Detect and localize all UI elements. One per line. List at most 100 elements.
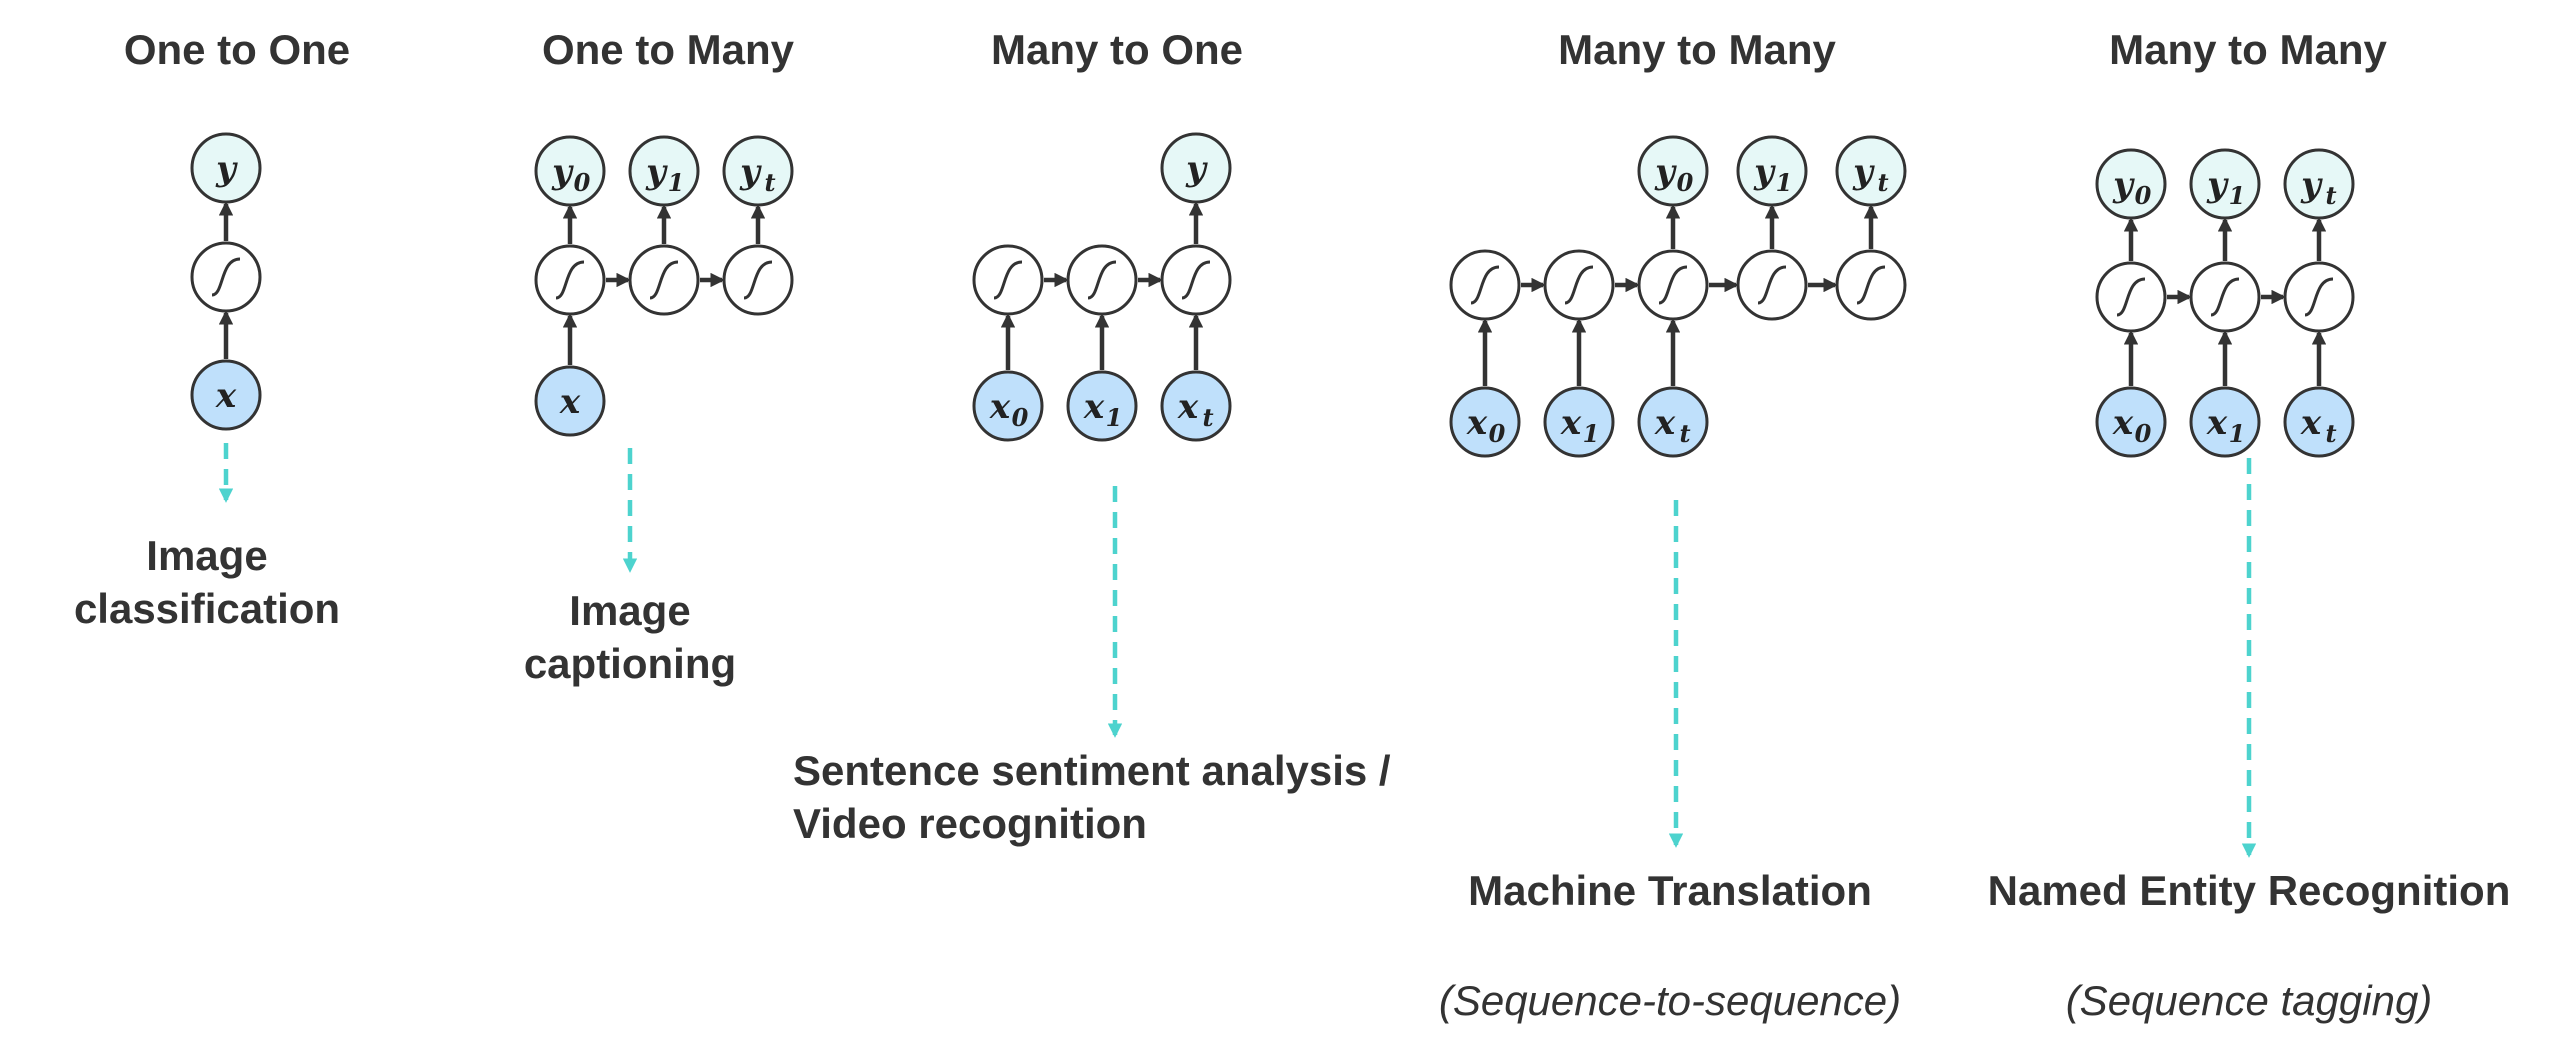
output-node <box>1835 135 1907 207</box>
input-node <box>972 370 1044 442</box>
sigmoid-curve-icon <box>555 260 585 300</box>
sigmoid-curve-icon <box>1181 260 1211 300</box>
panel-title: One to Many <box>542 26 795 73</box>
sigmoid-curve-icon <box>1856 265 1886 305</box>
sigmoid-curve-icon <box>2210 277 2240 317</box>
sigmoid-curve-icon <box>211 257 241 297</box>
hidden-unit <box>1835 249 1907 321</box>
input-node <box>1160 370 1232 442</box>
output-label-symbol: y <box>215 149 238 189</box>
sigmoid-curve-icon <box>1087 260 1117 300</box>
output-label-symbol: y <box>2300 165 2323 205</box>
hidden-unit <box>628 244 700 316</box>
sigmoid-curve-icon <box>743 260 773 300</box>
sigmoid-curve-icon <box>1564 265 1594 305</box>
input-label-symbol: x <box>2206 403 2228 443</box>
panel-title: Many to Many <box>2109 26 2387 73</box>
input-label-subscript: 1 <box>1583 419 1600 448</box>
output-label-symbol: y <box>2206 165 2229 205</box>
sigmoid-curve-icon <box>993 260 1023 300</box>
input-node <box>1449 386 1521 458</box>
output-label-symbol: y <box>551 152 574 192</box>
panel-title: Many to One <box>991 26 1243 73</box>
input-label-symbol: x <box>1560 403 1582 443</box>
output-label-symbol: y <box>1654 152 1677 192</box>
task-label: Named Entity Recognition <box>1988 867 2511 914</box>
output-label-symbol: y <box>645 152 668 192</box>
output-node <box>722 135 794 207</box>
output-node <box>1736 135 1808 207</box>
input-node <box>2283 386 2355 458</box>
hidden-unit <box>2283 261 2355 333</box>
sigmoid-curve-icon <box>1757 265 1787 305</box>
input-node <box>534 365 606 437</box>
output-label-subscript: 0 <box>1677 168 1694 197</box>
input-label-symbol: x <box>2112 403 2134 443</box>
task-label: captioning <box>524 640 736 687</box>
hidden-unit <box>534 244 606 316</box>
output-node <box>2283 148 2355 220</box>
input-node <box>1066 370 1138 442</box>
input-label-subscript: t <box>2325 419 2336 448</box>
output-label-symbol: y <box>1852 152 1875 192</box>
input-label-symbol: x <box>1177 387 1199 427</box>
output-label-symbol: y <box>2112 165 2135 205</box>
task-label: Image <box>569 587 690 634</box>
input-label-symbol: x <box>559 382 581 422</box>
output-node <box>1160 132 1232 204</box>
output-label-subscript: 1 <box>2229 181 2246 210</box>
hidden-unit <box>972 244 1044 316</box>
hidden-unit <box>1543 249 1615 321</box>
input-label-symbol: x <box>1654 403 1676 443</box>
output-label-subscript: 0 <box>574 168 591 197</box>
output-node <box>534 135 606 207</box>
output-node <box>1637 135 1709 207</box>
output-label-subscript: t <box>2325 181 2336 210</box>
task-label: Machine Translation <box>1468 867 1872 914</box>
input-label-symbol: x <box>2300 403 2322 443</box>
output-label-symbol: y <box>1753 152 1776 192</box>
task-label: Image <box>146 532 267 579</box>
output-label-subscript: 1 <box>668 168 685 197</box>
input-label-subscript: 1 <box>2229 419 2246 448</box>
input-label-subscript: 0 <box>1489 419 1506 448</box>
sigmoid-curve-icon <box>1658 265 1688 305</box>
output-label-subscript: 0 <box>2135 181 2152 210</box>
output-node <box>628 135 700 207</box>
output-label-subscript: t <box>764 168 775 197</box>
output-label-symbol: y <box>739 152 762 192</box>
hidden-unit <box>722 244 794 316</box>
input-label: x <box>559 382 581 422</box>
input-node <box>2189 386 2261 458</box>
task-label: Video recognition <box>793 800 1147 847</box>
input-label-symbol: x <box>215 376 237 416</box>
input-label-symbol: x <box>1083 387 1105 427</box>
input-label-symbol: x <box>989 387 1011 427</box>
sigmoid-curve-icon <box>1470 265 1500 305</box>
sigmoid-curve-icon <box>2304 277 2334 317</box>
output-label: y <box>1185 149 1208 189</box>
task-label: Sentence sentiment analysis / <box>793 747 1391 794</box>
task-subtitle: (Sequence-to-sequence) <box>1439 977 1901 1024</box>
output-label-subscript: 1 <box>1776 168 1793 197</box>
hidden-unit <box>1066 244 1138 316</box>
hidden-unit <box>190 241 262 313</box>
